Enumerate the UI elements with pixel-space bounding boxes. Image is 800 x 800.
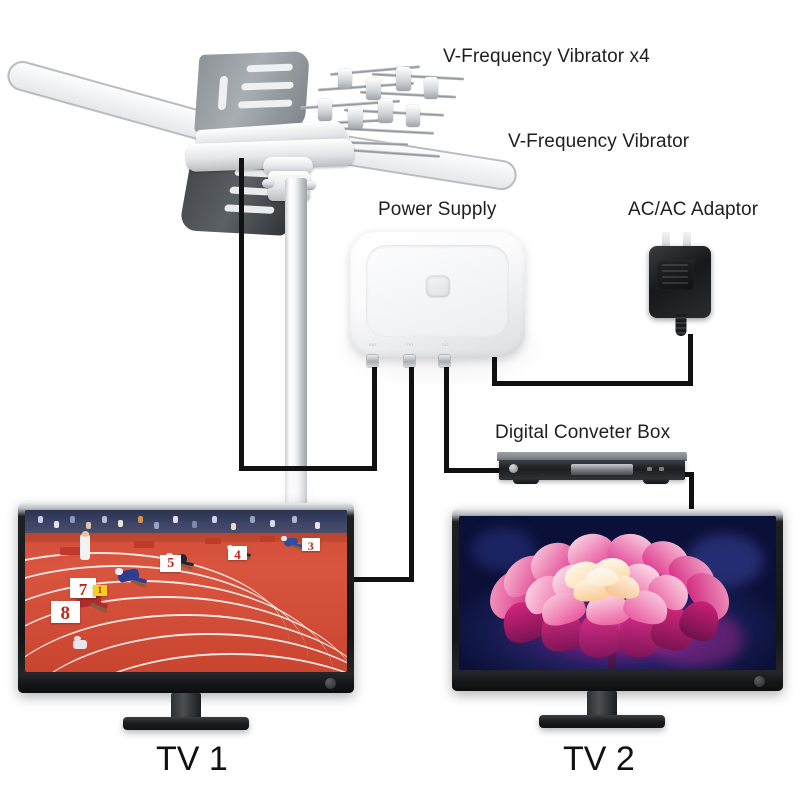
converter-box-foot-left xyxy=(513,479,539,484)
tv1-device[interactable]: 8 7 5 4 3 1 xyxy=(18,503,354,693)
tv1-chin xyxy=(18,673,354,693)
tv1-start-block xyxy=(134,540,154,549)
port-label-ant: ANT xyxy=(369,342,377,347)
label-vibrator: V-Frequency Vibrator xyxy=(508,131,690,152)
adaptor-rating-plate xyxy=(656,260,694,290)
tv1-runner xyxy=(112,565,147,589)
power-supply-port-ant[interactable] xyxy=(367,355,378,367)
power-supply-port-tv1[interactable] xyxy=(404,355,415,367)
cable-antenna-across xyxy=(239,466,377,471)
tv1-stand-base xyxy=(123,717,249,730)
ac-adaptor-device[interactable] xyxy=(645,232,717,340)
antenna-clamp-bolt-left xyxy=(262,179,274,188)
label-vibrator-x4: V-Frequency Vibrator x4 xyxy=(443,46,650,67)
power-supply-port-tv2[interactable] xyxy=(439,355,450,367)
antenna-rotor-collar xyxy=(263,157,313,175)
cable-psu-to-converter-horizontal xyxy=(444,468,504,473)
power-supply-button[interactable] xyxy=(426,276,449,297)
antenna-clamp-bolt-right xyxy=(304,181,316,190)
converter-box-power-button[interactable] xyxy=(509,464,518,473)
tv2-device[interactable] xyxy=(452,509,783,691)
tv1-lane-number-3: 3 xyxy=(301,537,320,552)
tv1-official-head xyxy=(81,531,89,537)
tv1-power-indicator[interactable] xyxy=(325,678,336,689)
antenna-reflector-upper xyxy=(194,51,310,133)
port-label-tv1: TV1 xyxy=(406,342,414,347)
cable-adaptor-vertical xyxy=(688,334,693,386)
converter-box-led-2 xyxy=(659,467,664,471)
label-converter-box: Digital Conveter Box xyxy=(495,422,671,443)
tv2-stand-neck xyxy=(587,691,617,717)
tv1-official xyxy=(79,534,91,561)
adaptor-strain-relief xyxy=(675,314,687,336)
tv2-power-indicator[interactable] xyxy=(754,676,765,687)
tv1-infield xyxy=(25,532,347,543)
converter-box-display xyxy=(571,464,633,475)
tv1-start-block xyxy=(205,537,222,544)
converter-box-front xyxy=(499,460,685,480)
tv1-lane-number-5: 5 xyxy=(160,555,182,572)
tv2-screen xyxy=(459,516,776,670)
cable-psu-to-tv1-vertical xyxy=(409,360,414,582)
converter-box-device[interactable] xyxy=(497,452,687,490)
tv2-stand-base xyxy=(539,715,665,728)
converter-box-led-1 xyxy=(647,467,652,471)
cable-adaptor-to-psu xyxy=(492,348,497,386)
cable-converter-to-tv2-vertical xyxy=(689,472,694,512)
antenna-assembly xyxy=(0,45,520,255)
converter-box-foot-right xyxy=(643,479,669,484)
power-supply-device[interactable]: ANT TV1 TV2 xyxy=(350,232,525,367)
adaptor-prong-left xyxy=(662,232,670,250)
tv1-lane-number-4: 4 xyxy=(227,545,248,560)
tv1-stand-neck xyxy=(171,693,201,719)
label-tv1: TV 1 xyxy=(156,740,228,778)
label-tv2: TV 2 xyxy=(563,740,635,778)
cable-psu-to-tv1-horizontal xyxy=(345,577,414,582)
converter-box-top xyxy=(497,452,687,461)
tv1-start-block xyxy=(60,547,83,556)
tv1-lane-line xyxy=(25,633,347,672)
tv1-lane-number-small: 1 xyxy=(92,584,108,596)
cable-antenna-down xyxy=(239,158,244,470)
tv1-start-block xyxy=(260,535,275,543)
tv1-runner xyxy=(279,534,304,552)
tv1-lane-number-8: 8 xyxy=(50,600,80,624)
label-power-supply: Power Supply xyxy=(378,199,497,220)
cable-antenna-to-psu-port xyxy=(372,360,377,470)
tv1-photographer xyxy=(67,635,93,653)
cable-adaptor-horizontal xyxy=(492,381,693,386)
adaptor-prong-right xyxy=(683,232,691,250)
tv1-lane-line xyxy=(25,595,347,672)
antenna-mast xyxy=(285,178,307,508)
tv1-screen: 8 7 5 4 3 1 xyxy=(25,510,347,672)
tv2-chin xyxy=(452,671,783,691)
tv1-lane-line xyxy=(25,613,347,672)
cable-psu-to-converter-vertical xyxy=(444,360,449,472)
label-ac-adaptor: AC/AC Adaptor xyxy=(628,199,759,220)
tv1-lane-number-7: 7 xyxy=(70,578,96,599)
port-label-tv2: TV2 xyxy=(441,342,449,347)
